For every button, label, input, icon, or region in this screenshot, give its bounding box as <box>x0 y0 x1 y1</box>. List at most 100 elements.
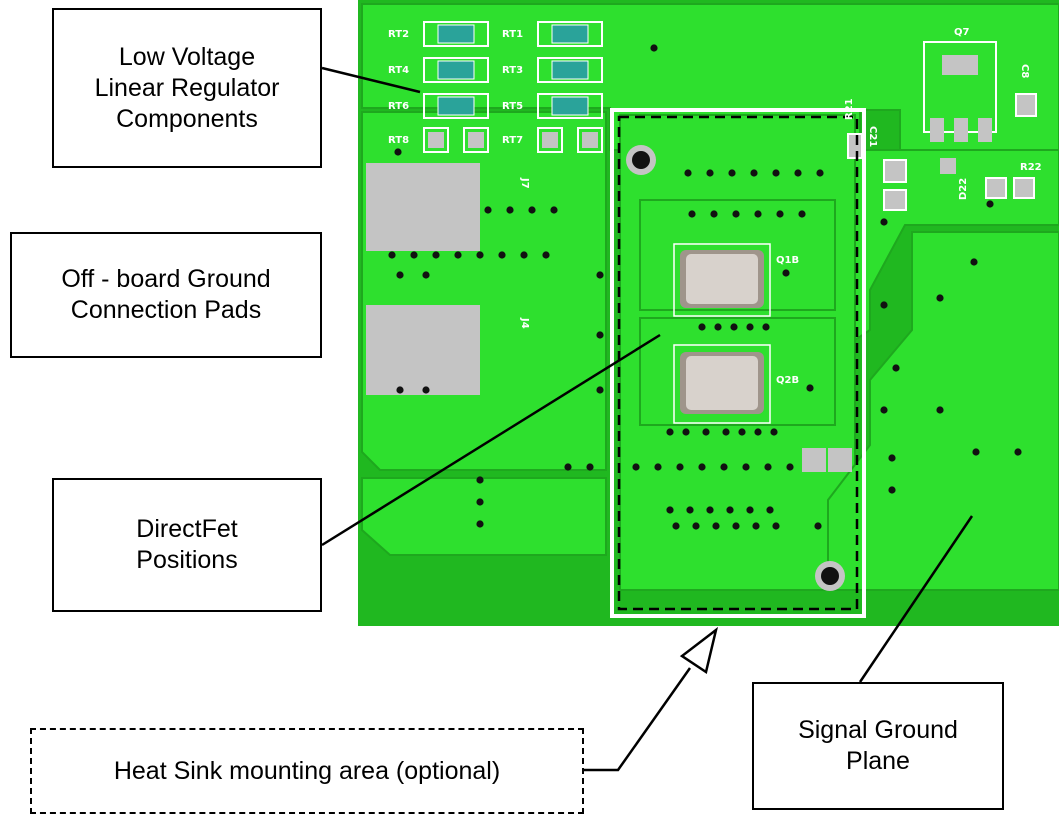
resistor-bodies <box>437 24 589 116</box>
via <box>632 463 640 471</box>
via <box>692 522 700 530</box>
silk-rt3: RT3 <box>502 65 523 76</box>
via <box>684 169 692 177</box>
silk-r22: R22 <box>1020 162 1042 173</box>
via <box>396 386 404 394</box>
via <box>698 323 706 331</box>
via <box>880 301 888 309</box>
c21-pad-b <box>883 189 907 211</box>
via <box>542 251 550 259</box>
r22-pad-b <box>1013 177 1035 199</box>
ground-pad-j7 <box>366 163 480 251</box>
silk-j7: J7 <box>519 177 530 189</box>
directfet-q1b <box>673 243 771 317</box>
silk-rt2: RT2 <box>388 29 409 40</box>
silk-q7: Q7 <box>954 27 970 38</box>
via <box>782 269 790 277</box>
silk-rt8: RT8 <box>388 135 409 146</box>
mounting-hole-top <box>626 145 656 175</box>
via <box>754 210 762 218</box>
via <box>776 210 784 218</box>
via <box>772 522 780 530</box>
via <box>654 463 662 471</box>
via <box>476 498 484 506</box>
via <box>702 428 710 436</box>
via <box>766 506 774 514</box>
via <box>676 463 684 471</box>
via <box>764 463 772 471</box>
via <box>1014 448 1022 456</box>
via <box>586 463 594 471</box>
c21-pad-a <box>883 159 907 183</box>
via <box>388 251 396 259</box>
silk-c21: C21 <box>867 126 878 147</box>
via <box>394 148 402 156</box>
via <box>762 323 770 331</box>
via <box>880 406 888 414</box>
ground-pad-j4 <box>366 305 480 395</box>
silk-c8: C8 <box>1019 64 1030 78</box>
pad-bottom-right-b <box>828 448 852 472</box>
via <box>972 448 980 456</box>
via <box>686 506 694 514</box>
via <box>750 169 758 177</box>
silk-rt5: RT5 <box>502 101 523 112</box>
bottom-left-copper-region <box>361 477 607 556</box>
heatsink-outline-dashed <box>617 115 859 611</box>
callout-ground-pads: Off - board Ground Connection Pads <box>10 232 322 358</box>
via <box>706 169 714 177</box>
resistor-array <box>423 21 603 153</box>
via <box>892 364 900 372</box>
pad-q7 <box>942 55 978 75</box>
via <box>770 428 778 436</box>
via <box>986 200 994 208</box>
via <box>814 522 822 530</box>
via <box>798 210 806 218</box>
callout-heatsink: Heat Sink mounting area (optional) <box>30 728 584 814</box>
via <box>688 210 696 218</box>
silk-q2b: Q2B <box>776 375 799 386</box>
via <box>712 522 720 530</box>
via <box>506 206 514 214</box>
via <box>454 251 462 259</box>
silk-rt1: RT1 <box>502 29 523 40</box>
via <box>422 271 430 279</box>
via-holes <box>388 44 1022 530</box>
via <box>806 384 814 392</box>
via <box>528 206 536 214</box>
via <box>732 522 740 530</box>
callout-signal-ground: Signal Ground Plane <box>752 682 1004 810</box>
silk-rt6: RT6 <box>388 101 409 112</box>
via <box>772 169 780 177</box>
via <box>720 463 728 471</box>
via <box>880 218 888 226</box>
d22-pad <box>940 158 956 174</box>
r21-pad <box>847 133 863 159</box>
leader-directfet <box>321 333 661 547</box>
callout-directfet: DirectFet Positions <box>52 478 322 612</box>
directfet-q2b <box>673 344 771 424</box>
leader-regulator <box>321 66 421 94</box>
via <box>396 271 404 279</box>
via <box>698 463 706 471</box>
via <box>936 294 944 302</box>
signal-ground-copper <box>827 231 1059 591</box>
via <box>730 323 738 331</box>
via <box>732 210 740 218</box>
via <box>728 169 736 177</box>
via <box>746 323 754 331</box>
c8-pad <box>1015 93 1037 117</box>
leader-lines <box>321 66 974 772</box>
via <box>520 251 528 259</box>
via <box>714 323 722 331</box>
via <box>484 206 492 214</box>
via <box>888 454 896 462</box>
silkscreen-labels: RT2 RT1 RT4 RT3 RT6 RT5 RT8 RT7 Q1B Q2B … <box>388 27 1042 386</box>
silk-rt4: RT4 <box>388 65 409 76</box>
via <box>564 463 572 471</box>
heatsink-arrowhead <box>679 626 719 675</box>
pad-bottom-right-a <box>802 448 826 472</box>
via <box>722 428 730 436</box>
via <box>710 210 718 218</box>
